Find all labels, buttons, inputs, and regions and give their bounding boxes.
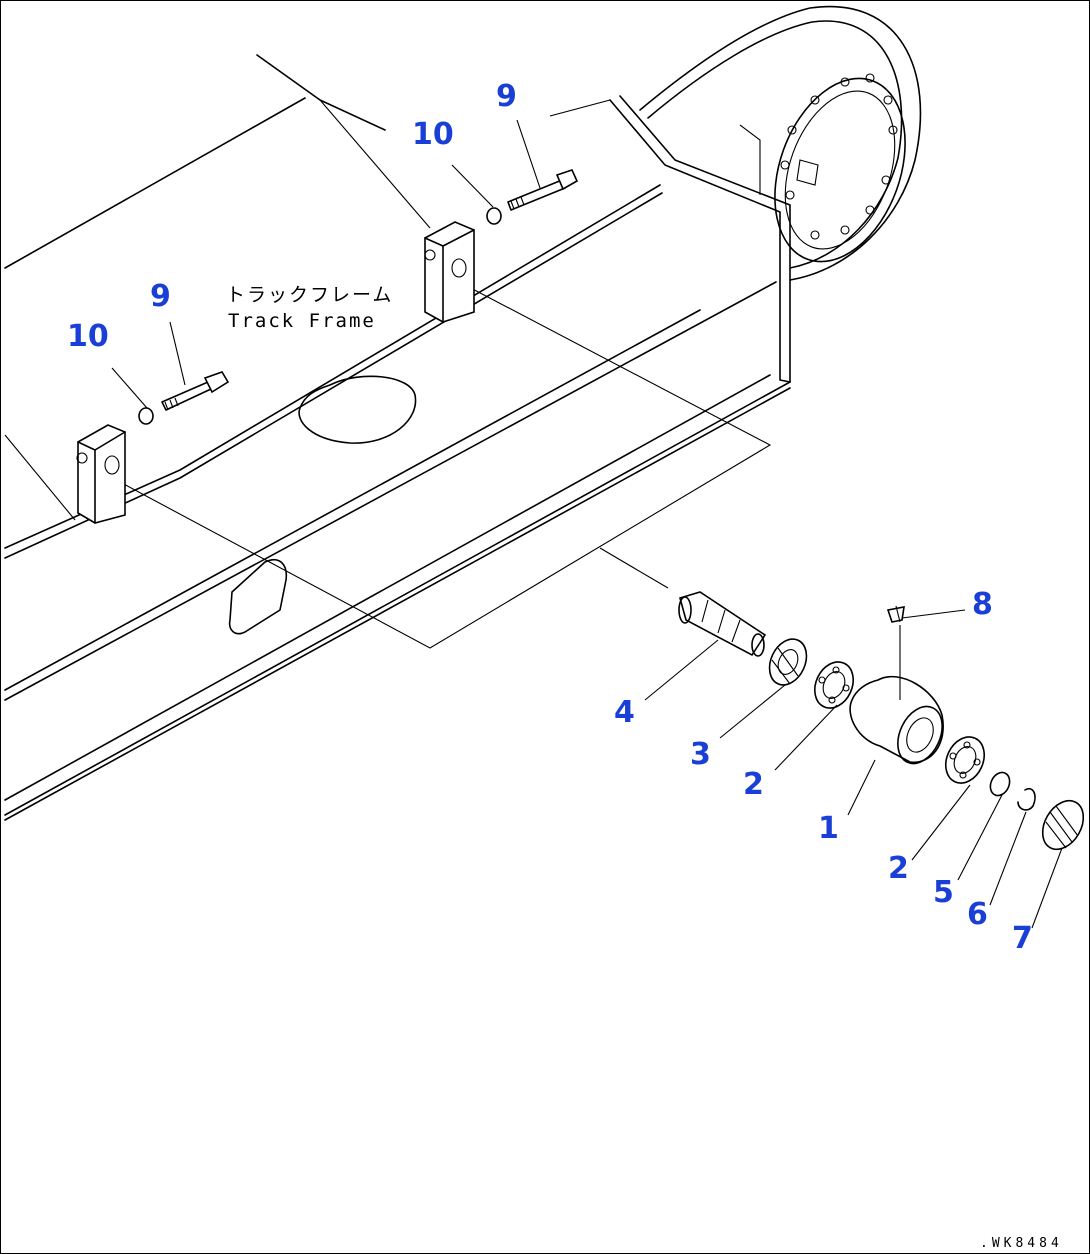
bearing-part-left: [813, 661, 855, 709]
drawing-code: .WK8484: [980, 1236, 1063, 1251]
rounded-opening: [228, 558, 288, 635]
idler-wheel: [549, 5, 922, 383]
callout-6: 6: [967, 897, 988, 932]
leader-lines: [111, 119, 1063, 929]
callout-8: 8: [972, 587, 993, 622]
seal-part: [768, 638, 808, 686]
roller-part: [849, 675, 944, 765]
callout-2a: 2: [743, 767, 764, 802]
plug-part: [886, 605, 905, 623]
frame-label-japanese: トラックフレーム: [226, 284, 394, 306]
shaft-part: [678, 591, 767, 657]
callout-7: 7: [1012, 921, 1033, 956]
track-frame-body: [4, 54, 791, 821]
bolt-right: [507, 169, 579, 211]
callout-1: 1: [818, 811, 839, 846]
bolt-left: [161, 371, 230, 411]
washer-right: [486, 207, 502, 225]
bearing-part-right: [944, 736, 986, 784]
frame-label-english: Track Frame: [228, 310, 376, 332]
snap-ring-part: [989, 771, 1011, 797]
callout-10b: 10: [412, 117, 454, 152]
retainer-ring-part: [1017, 788, 1036, 811]
bracket-left: [76, 424, 126, 524]
bracket-right: [424, 221, 475, 323]
callout-10a: 10: [67, 319, 109, 354]
callout-9a: 9: [150, 279, 171, 314]
callout-4: 4: [614, 695, 635, 730]
callout-3: 3: [690, 737, 711, 772]
washer-left: [138, 407, 154, 425]
callout-5: 5: [933, 875, 954, 910]
callout-2b: 2: [888, 851, 909, 886]
oval-opening: [298, 375, 417, 444]
cover-part: [1041, 799, 1085, 851]
callout-9b: 9: [496, 79, 517, 114]
